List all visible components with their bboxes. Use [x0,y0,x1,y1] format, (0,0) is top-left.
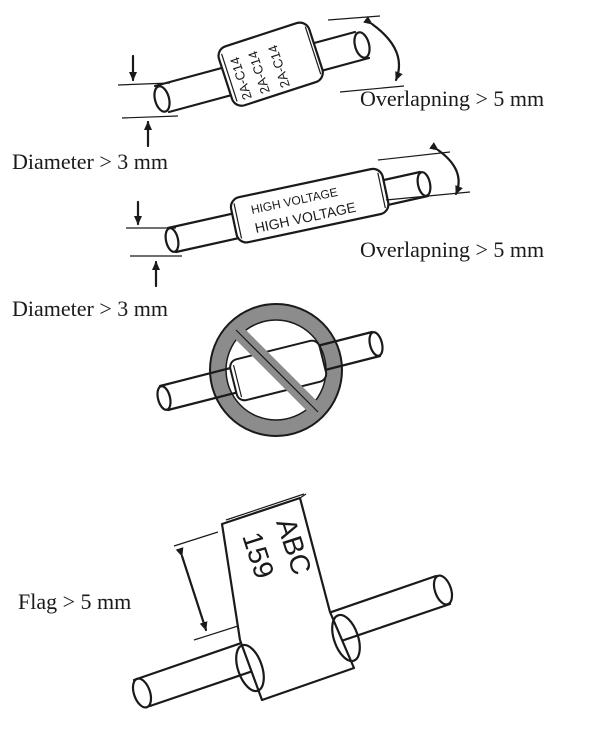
flag-label-illustration: ABC 159 Flag > 5 mm [18,493,454,709]
diameter-caption-1: Diameter > 3 mm [12,149,168,174]
wire-sleeve-illustration-2: HIGH VOLTAGE HIGH VOLTAGE Overlapning > … [12,142,544,321]
wire-sleeve-illustration-1: 2A-C14 2A-C14 2A-C14 Overlapning > 5 mm … [12,15,544,174]
wrong-usage-illustration [156,303,384,437]
diameter-dimension-1 [117,54,179,148]
flag-dimension [173,531,239,641]
flag-label [220,493,361,702]
overlap-caption-1: Overlapning > 5 mm [360,86,544,111]
diameter-caption-2: Diameter > 3 mm [12,296,168,321]
flag-caption: Flag > 5 mm [18,589,131,614]
label-sleeve-1 [217,21,324,107]
overlap-dimension-2 [377,142,471,201]
label-sleeve-2 [229,167,390,244]
overlap-caption-2: Overlapning > 5 mm [360,237,544,262]
overlap-dimension-1 [327,15,405,93]
diameter-dimension-2 [126,200,182,288]
